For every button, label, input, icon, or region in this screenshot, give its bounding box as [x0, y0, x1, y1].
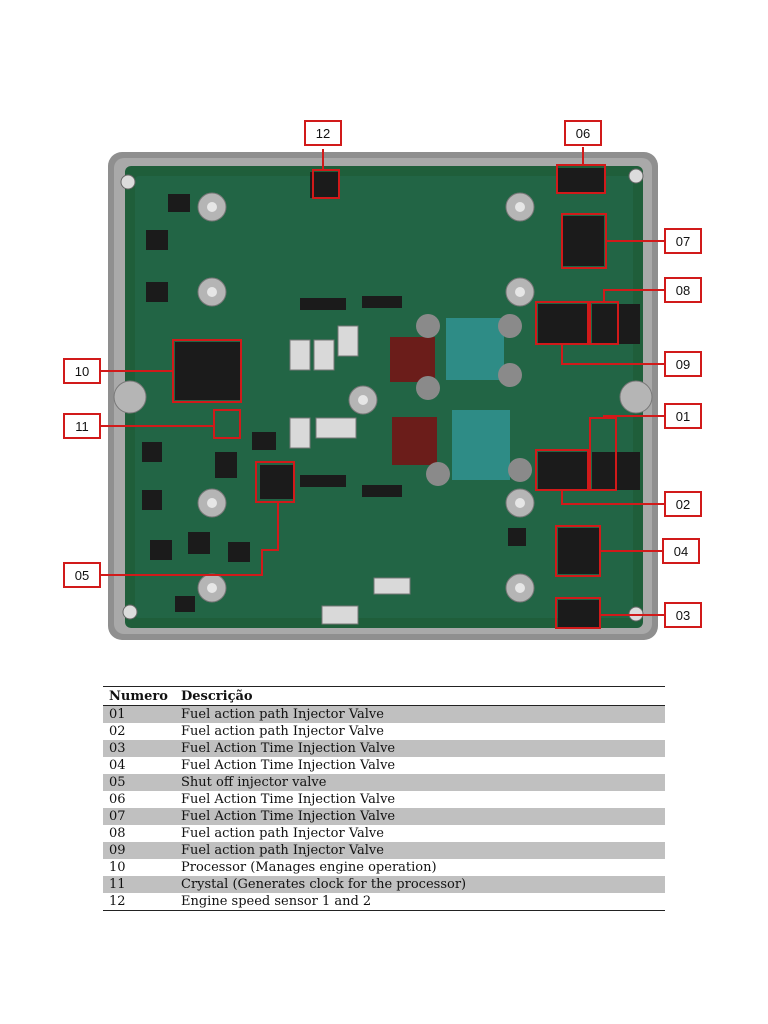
- cell-description: Shut off injector valve: [181, 775, 327, 790]
- callout-04: 04: [662, 538, 700, 564]
- ecu-board-figure: 12 06 07 08 09 10 11 01 02 04 05 03: [63, 120, 702, 640]
- cell-number: 04: [109, 758, 126, 773]
- table-row: 08 Fuel action path Injector Valve: [103, 825, 665, 842]
- table-row: 03 Fuel Action Time Injection Valve: [103, 740, 665, 757]
- callout-03: 03: [664, 602, 702, 628]
- table-row: 11 Crystal (Generates clock for the proce…: [103, 876, 665, 893]
- header-descricao: Descrição: [175, 686, 665, 706]
- table-row: 06 Fuel Action Time Injection Valve: [103, 791, 665, 808]
- cell-number: 02: [109, 724, 126, 739]
- callout-12: 12: [304, 120, 342, 146]
- table-row: 04 Fuel Action Time Injection Valve: [103, 757, 665, 774]
- cell-number: 03: [109, 741, 126, 756]
- cell-description: Fuel Action Time Injection Valve: [181, 741, 396, 756]
- cell-description: Fuel Action Time Injection Valve: [181, 809, 396, 824]
- cell-number: 05: [109, 775, 126, 790]
- table-row: 07 Fuel Action Time Injection Valve: [103, 808, 665, 825]
- cell-description: Processor (Manages engine operation): [181, 860, 437, 875]
- cell-description: Crystal (Generates clock for the process…: [181, 877, 467, 892]
- cell-description: Fuel action path Injector Valve: [181, 724, 384, 739]
- cell-number: 01: [109, 707, 126, 722]
- cell-number: 07: [109, 809, 126, 824]
- table-row: 02 Fuel action path Injector Valve: [103, 723, 665, 740]
- cell-number: 09: [109, 843, 126, 858]
- cell-description: Fuel Action Time Injection Valve: [181, 792, 396, 807]
- cell-description: Fuel Action Time Injection Valve: [181, 758, 396, 773]
- table-row: 01 Fuel action path Injector Valve: [103, 705, 665, 723]
- table-row: 09 Fuel action path Injector Valve: [103, 842, 665, 859]
- cell-description: Fuel action path Injector Valve: [181, 707, 384, 722]
- callout-06: 06: [564, 120, 602, 146]
- header-numero: Numero: [103, 686, 175, 706]
- cell-number: 11: [109, 877, 126, 892]
- callout-05: 05: [63, 562, 101, 588]
- cell-description: Fuel action path Injector Valve: [181, 843, 384, 858]
- callout-11: 11: [63, 413, 101, 439]
- cell-description: Fuel action path Injector Valve: [181, 826, 384, 841]
- callout-02: 02: [664, 491, 702, 517]
- ecu-board-photo: [101, 147, 664, 640]
- cell-description: Engine speed sensor 1 and 2: [175, 893, 665, 911]
- cell-number: 10: [109, 860, 126, 875]
- table-row: 05 Shut off injector valve: [103, 774, 665, 791]
- callout-08: 08: [664, 277, 702, 303]
- table-header-row: Numero Descrição: [103, 686, 665, 706]
- cell-number: 08: [109, 826, 126, 841]
- cell-number: 12: [103, 893, 175, 911]
- callout-09: 09: [664, 351, 702, 377]
- cell-number: 06: [109, 792, 126, 807]
- table-row: 10 Processor (Manages engine operation): [103, 859, 665, 876]
- callout-10: 10: [63, 358, 101, 384]
- callout-07: 07: [664, 228, 702, 254]
- callout-01: 01: [664, 403, 702, 429]
